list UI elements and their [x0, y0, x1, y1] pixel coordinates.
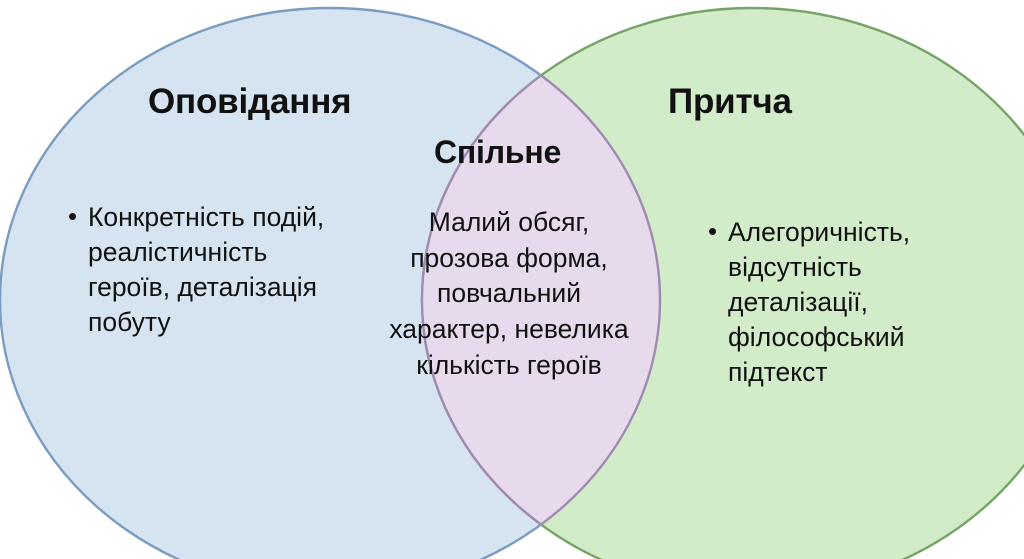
bullet-icon: • — [68, 201, 78, 231]
intersection-region-outline — [422, 8, 662, 559]
bullet-icon: • — [708, 216, 718, 246]
right-set-title: Притча — [668, 82, 792, 121]
left-set-title: Оповідання — [148, 82, 352, 121]
right-set-items: • Алегоричність, відсутність деталізації… — [708, 215, 988, 391]
intersection-title: Спільне — [434, 134, 562, 170]
intersection-region — [420, 8, 660, 559]
left-set-items: • Конкретність подій, реалістичність гер… — [68, 200, 343, 340]
intersection-items-text: Малий обсяг, прозова форма, повчальний х… — [389, 207, 629, 380]
right-set-items-text: Алегоричність, відсутність деталізації, … — [728, 217, 911, 388]
left-set-items-text: Конкретність подій, реалістичність герої… — [88, 202, 325, 338]
